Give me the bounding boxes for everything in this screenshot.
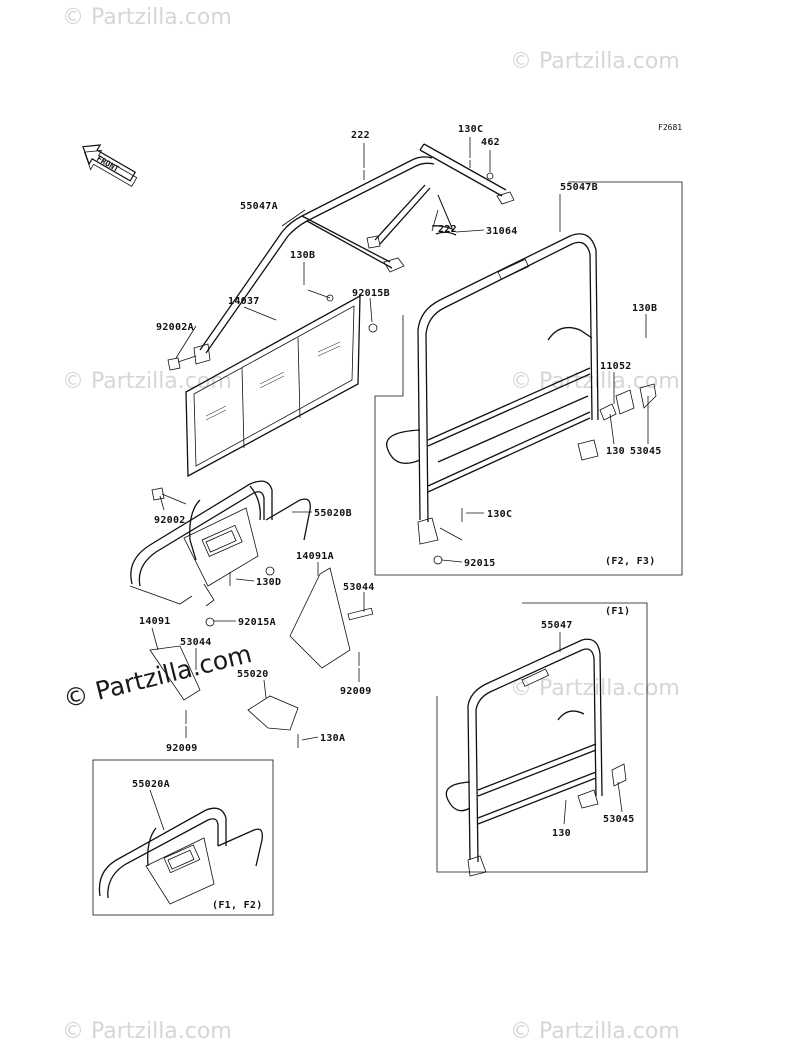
group-box-f1 bbox=[436, 602, 648, 873]
part-label: 130D bbox=[256, 577, 281, 588]
part-label: 55020 bbox=[237, 669, 269, 680]
part-label: 92002A bbox=[156, 322, 194, 333]
part-label: 55047A bbox=[240, 201, 278, 212]
part-label: 14091 bbox=[139, 616, 171, 627]
part-label: 130C bbox=[487, 509, 512, 520]
part-label: 462 bbox=[481, 137, 500, 148]
watermark: © Partzilla.com bbox=[62, 369, 232, 394]
part-label: 55047B bbox=[560, 182, 598, 193]
watermark: © Partzilla.com bbox=[62, 1019, 232, 1044]
watermark: © Partzilla.com bbox=[62, 5, 232, 30]
group-box-f2-f3 bbox=[374, 181, 683, 576]
leader-lines bbox=[149, 137, 649, 831]
front-bumper-drawing bbox=[129, 480, 311, 607]
part-label: 53045 bbox=[603, 814, 635, 825]
part-label: (F2, F3) bbox=[605, 556, 656, 567]
part-label: 222 bbox=[438, 224, 457, 235]
roll-cage-front-drawing bbox=[193, 143, 515, 365]
part-label: 92015 bbox=[464, 558, 496, 569]
window-net-drawing bbox=[185, 294, 361, 478]
watermark-main: © Partzilla.com bbox=[60, 639, 254, 714]
part-label: 222 bbox=[351, 130, 370, 141]
part-label: 31064 bbox=[486, 226, 518, 237]
part-label: 14091A bbox=[296, 551, 334, 562]
part-label: 92002 bbox=[154, 515, 186, 526]
part-label: 92015B bbox=[352, 288, 390, 299]
part-label: 92015A bbox=[238, 617, 276, 628]
part-labels: 222 130C 462 55047A 55047B 222 31064 130… bbox=[132, 124, 662, 911]
part-label: (F1) bbox=[605, 606, 630, 617]
figure-code: F2681 bbox=[658, 123, 682, 132]
watermark: © Partzilla.com bbox=[510, 1019, 680, 1044]
part-label: 130 bbox=[552, 828, 571, 839]
part-label: 130C bbox=[458, 124, 483, 135]
part-label: 53044 bbox=[343, 582, 375, 593]
front-bumper-f1-f2-drawing bbox=[98, 807, 263, 905]
part-label: 55047 bbox=[541, 620, 573, 631]
rear-cage-drawing bbox=[386, 233, 657, 545]
part-label: 130B bbox=[290, 250, 315, 261]
group-box-f1-f2 bbox=[92, 759, 274, 916]
part-label: 55020A bbox=[132, 779, 170, 790]
part-label: 92009 bbox=[340, 686, 372, 697]
part-label: 130 bbox=[606, 446, 625, 457]
part-label: (F1, F2) bbox=[212, 900, 263, 911]
part-label: 11052 bbox=[600, 361, 632, 372]
skid-plates-drawing bbox=[149, 567, 351, 731]
part-label: 53044 bbox=[180, 637, 212, 648]
part-label: 55020B bbox=[314, 508, 352, 519]
part-label: 14037 bbox=[228, 296, 260, 307]
part-label: 130A bbox=[320, 733, 345, 744]
fasteners-drawing bbox=[151, 160, 494, 748]
part-label: 53045 bbox=[630, 446, 662, 457]
part-label: 130B bbox=[632, 303, 657, 314]
watermark: © Partzilla.com bbox=[510, 369, 680, 394]
front-arrow-icon: FRONT bbox=[82, 144, 138, 187]
part-label: 92009 bbox=[166, 743, 198, 754]
rear-cage-f1-drawing bbox=[445, 638, 627, 877]
watermark: © Partzilla.com bbox=[510, 49, 680, 74]
